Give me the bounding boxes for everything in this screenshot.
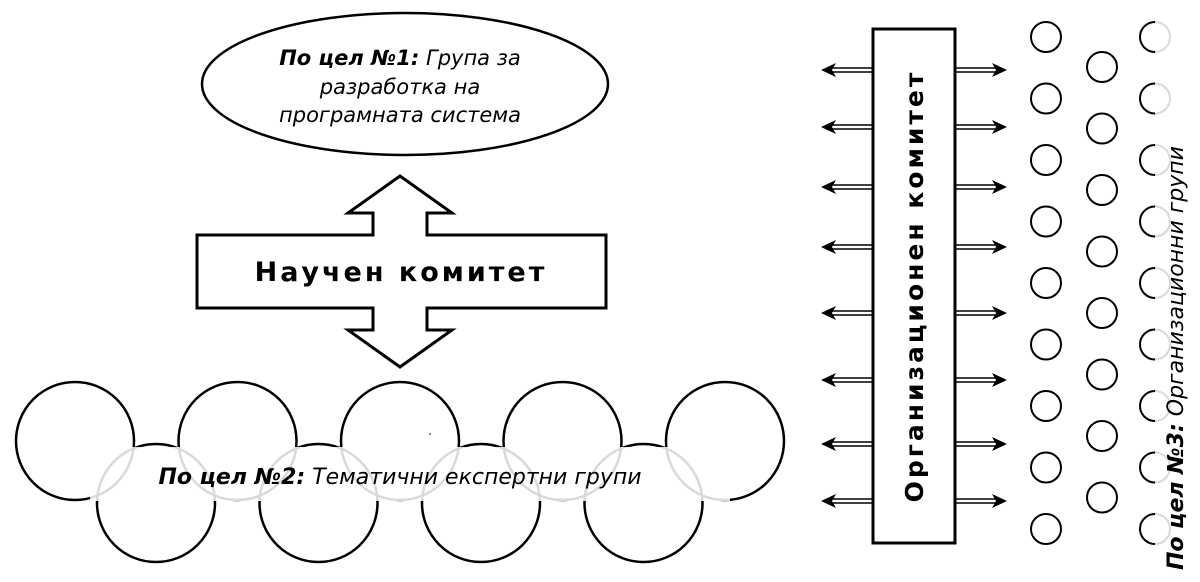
goal1-prefix: По цел №1: bbox=[279, 46, 419, 70]
arrow-head-left-icon bbox=[821, 240, 836, 254]
organizational-group-circle bbox=[1086, 420, 1118, 452]
arrow-head-left-icon bbox=[821, 180, 836, 194]
organizational-group-circle bbox=[1030, 21, 1062, 53]
arrow-head-right-icon bbox=[992, 120, 1007, 134]
goal1-line3: програмната система bbox=[279, 103, 521, 127]
arrow-head-right-icon bbox=[992, 373, 1007, 387]
arrow-head-left-icon bbox=[821, 373, 836, 387]
organizational-group-circle bbox=[1030, 513, 1062, 545]
arrow-head-left-icon bbox=[821, 63, 836, 77]
double-arrow-shape bbox=[195, 174, 608, 369]
arrow-head-right-icon bbox=[992, 240, 1007, 254]
organizing-committee-box bbox=[871, 27, 957, 545]
expert-group-circle bbox=[14, 380, 136, 502]
arrow-head-left-icon bbox=[821, 437, 836, 451]
scientific-committee: Научен комитет bbox=[195, 174, 608, 369]
organizational-group-circle bbox=[1086, 297, 1118, 329]
goal2-label: По цел №2: Тематични експертни групи bbox=[158, 465, 641, 490]
arrow-head-left-icon bbox=[821, 306, 836, 320]
arrow-head-right-icon bbox=[992, 180, 1007, 194]
arrow-head-right-icon bbox=[992, 63, 1007, 77]
expert-group-circle bbox=[95, 442, 217, 564]
goal2-circles bbox=[14, 380, 786, 564]
goal2-prefix: По цел №2: bbox=[158, 465, 305, 490]
organizational-group-circle bbox=[1086, 174, 1118, 206]
organizational-group-circle bbox=[1030, 390, 1062, 422]
organizational-group-circle bbox=[1086, 481, 1118, 514]
organizational-group-circle bbox=[1086, 112, 1118, 145]
goal3-rest: Организационни групи bbox=[1164, 146, 1189, 423]
organizational-group-circle bbox=[1030, 451, 1062, 484]
scientific-committee-label: Научен комитет bbox=[255, 257, 548, 288]
goal2-rest: Тематични експертни групи bbox=[305, 465, 641, 490]
arrow-head-right-icon bbox=[992, 494, 1007, 508]
organizational-group-circle bbox=[1086, 358, 1118, 391]
expert-group-circle bbox=[258, 442, 379, 564]
organizational-group-circle bbox=[1030, 82, 1062, 115]
goal2-text-band bbox=[90, 447, 730, 501]
goal3-circles bbox=[1030, 21, 1171, 545]
stray-dot bbox=[429, 433, 431, 435]
organizational-group-circle bbox=[1086, 51, 1118, 83]
organizational-group-circle bbox=[1030, 205, 1062, 238]
organizational-group-circle bbox=[1030, 267, 1062, 299]
organizational-group-circle bbox=[1030, 144, 1062, 176]
expert-group-circle bbox=[420, 442, 542, 564]
goal1-line1: По цел №1: Група за bbox=[279, 46, 521, 70]
arrow-head-right-icon bbox=[992, 437, 1007, 451]
goal1-line1-rest: Група за bbox=[419, 46, 520, 70]
expert-group-circle bbox=[583, 442, 704, 564]
goal1-group: По цел №1: Група за разработка на програ… bbox=[200, 11, 610, 157]
arrow-head-left-icon bbox=[821, 494, 836, 508]
goal3-prefix: По цел №3: bbox=[1164, 423, 1189, 570]
goal1-ellipse bbox=[200, 11, 610, 157]
goal3-label: По цел №3: Организационни групи bbox=[1164, 146, 1189, 570]
arrow-head-left-icon bbox=[821, 120, 836, 134]
organizing-committee-arrows bbox=[821, 63, 1007, 508]
goal1-line2: разработка на bbox=[319, 75, 480, 99]
organizing-committee-label: Организационен комитет bbox=[900, 70, 929, 503]
goal3-text-band bbox=[1155, 10, 1200, 570]
organizational-group-circle bbox=[1086, 235, 1118, 268]
arrow-head-right-icon bbox=[992, 306, 1007, 320]
organizational-group-circle bbox=[1030, 328, 1062, 361]
